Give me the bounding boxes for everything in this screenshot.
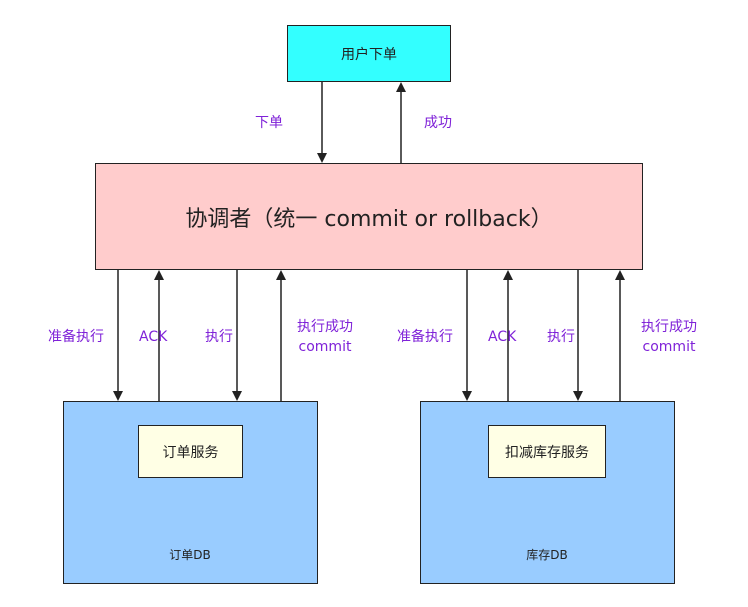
label-order-execute: 执行 <box>205 329 233 345</box>
label-stock-exec-success-line1: 执行成功 <box>641 319 697 335</box>
label-order-commit: commit <box>298 339 352 355</box>
label-order-exec-success-line1: 执行成功 <box>297 319 353 335</box>
stock-db-label: 库存DB <box>526 548 568 562</box>
label-stock-prepare: 准备执行 <box>397 329 453 345</box>
coordinator-node: 协调者（统一 commit or rollback） <box>95 163 643 270</box>
label-stock-exec-success: 执行成功 commit <box>637 317 701 357</box>
label-stock-ack: ACK <box>488 329 517 345</box>
label-place-order: 下单 <box>255 115 283 131</box>
label-stock-execute: 执行 <box>547 329 575 345</box>
label-order-prepare: 准备执行 <box>48 329 104 345</box>
stock-service-node: 扣减库存服务 <box>488 425 606 478</box>
label-order-exec-success: 执行成功 commit <box>294 317 356 357</box>
order-db-label: 订单DB <box>169 548 211 562</box>
label-order-ack: ACK <box>139 329 168 345</box>
label-success: 成功 <box>424 115 452 131</box>
order-service-node: 订单服务 <box>138 425 243 478</box>
label-stock-commit: commit <box>642 339 696 355</box>
user-order-node: 用户下单 <box>287 25 451 82</box>
